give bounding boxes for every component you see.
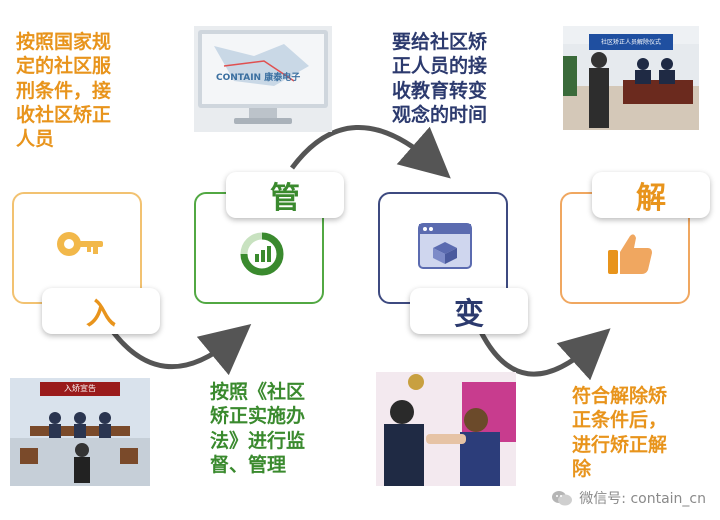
thumbs-up-icon: [608, 234, 652, 274]
photo-meeting-room: 入矫宣告: [10, 378, 150, 486]
hall-banner-text: 社区矫正人员解除仪式: [600, 39, 661, 46]
step-release-tab: 解: [592, 172, 710, 218]
photo-monitor: CONTAIN 康泰电子: [194, 26, 332, 132]
monitor-text: CONTAIN 康泰电子: [216, 73, 301, 83]
step-change-description: 要给社区矫 正人员的接 收教育转变 观念的时间: [392, 31, 488, 126]
step-manage-tab: 管: [226, 172, 344, 218]
arrow-manage-to-change: [289, 125, 451, 179]
step-release-description: 符合解除矫 正条件后， 进行矫正解 除: [572, 385, 668, 480]
box-window-icon: [418, 223, 472, 269]
wechat-icon: [552, 491, 573, 506]
step-in-box: [12, 192, 142, 304]
ring-chart-icon: [240, 232, 284, 276]
wechat-watermark: 微信号: contain_cn: [551, 488, 706, 508]
photo-handover: [376, 372, 516, 486]
step-manage-description: 按照《社区 矫正实施办 法》进行监 督、管理: [210, 381, 306, 476]
step-change-box: [378, 192, 508, 304]
watermark-text: 微信号: contain_cn: [579, 491, 706, 507]
step-in-description: 按照国家规 定的社区服 刑条件，接 收社区矫正 人员: [16, 31, 112, 151]
photo-ceremony-hall: 社区矫正人员解除仪式: [563, 26, 699, 130]
step-in-tab: 入: [42, 288, 160, 334]
arrow-in-to-manage: [105, 323, 252, 376]
room-banner-text: 入矫宣告: [64, 384, 96, 393]
key-icon: [57, 232, 103, 256]
arrow-change-to-release: [477, 328, 611, 381]
step-change-tab: 变: [410, 288, 528, 334]
